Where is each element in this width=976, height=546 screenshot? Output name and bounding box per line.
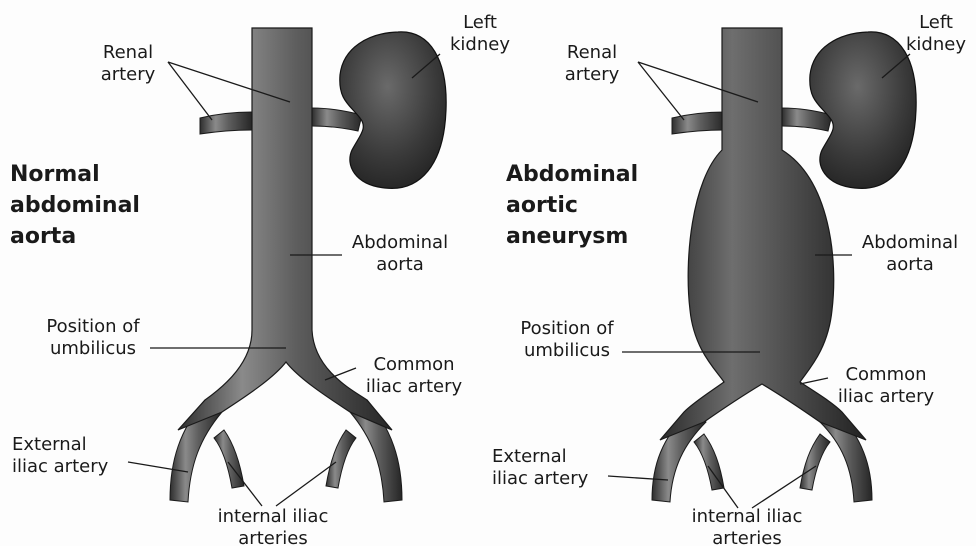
normal-common-iliac-label: Common iliac artery: [354, 354, 474, 398]
aneurysm-right-internal-iliac: [800, 434, 830, 490]
aneurysm-left-kidney-label: Left kidney: [896, 12, 976, 56]
normal-internal-iliac-label: internal iliac arteries: [208, 506, 338, 546]
normal-title: Normal abdominal aorta: [10, 159, 140, 252]
normal-left-internal-iliac: [214, 430, 244, 488]
aneurysm-abdominal-aorta-label: Abdominal aorta: [850, 232, 970, 276]
normal-external-iliac-label: External iliac artery: [12, 434, 108, 478]
aneurysm-renal-artery-label: Renal artery: [552, 42, 632, 86]
aneurysm-umbilicus-label: Position of umbilicus: [502, 318, 632, 362]
aneurysm-internal-iliac-label: internal iliac arteries: [682, 506, 812, 546]
aneurysm-common-iliac-label: Common iliac artery: [826, 364, 946, 408]
aneurysm-title: Abdominal aortic aneurysm: [506, 159, 638, 252]
normal-umbilicus-label: Position of umbilicus: [28, 316, 158, 360]
normal-renal-artery-label: Renal artery: [88, 42, 168, 86]
aneurysm-external-iliac-label: External iliac artery: [492, 446, 588, 490]
normal-left-kidney-label: Left kidney: [440, 12, 520, 56]
normal-left-kidney: [340, 32, 446, 188]
normal-right-internal-iliac: [326, 430, 356, 488]
normal-abdominal-aorta-label: Abdominal aorta: [340, 232, 460, 276]
